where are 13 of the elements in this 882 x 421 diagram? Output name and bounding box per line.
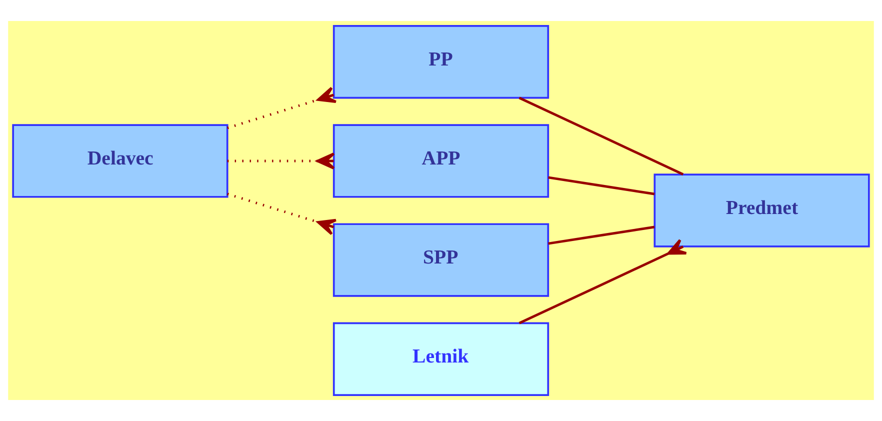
connector (518, 238, 688, 324)
node-box: APP (332, 124, 550, 198)
node-box: SPP (332, 223, 550, 297)
node-box: PP (332, 25, 550, 99)
connector (227, 152, 335, 170)
connector (227, 192, 338, 236)
connector (227, 86, 338, 130)
node-box: Delavec (12, 124, 228, 198)
node-box: Predmet (654, 174, 870, 248)
node-box: Letnik (332, 322, 550, 396)
connector (548, 176, 655, 196)
connector (518, 96, 684, 176)
connector (548, 226, 655, 245)
